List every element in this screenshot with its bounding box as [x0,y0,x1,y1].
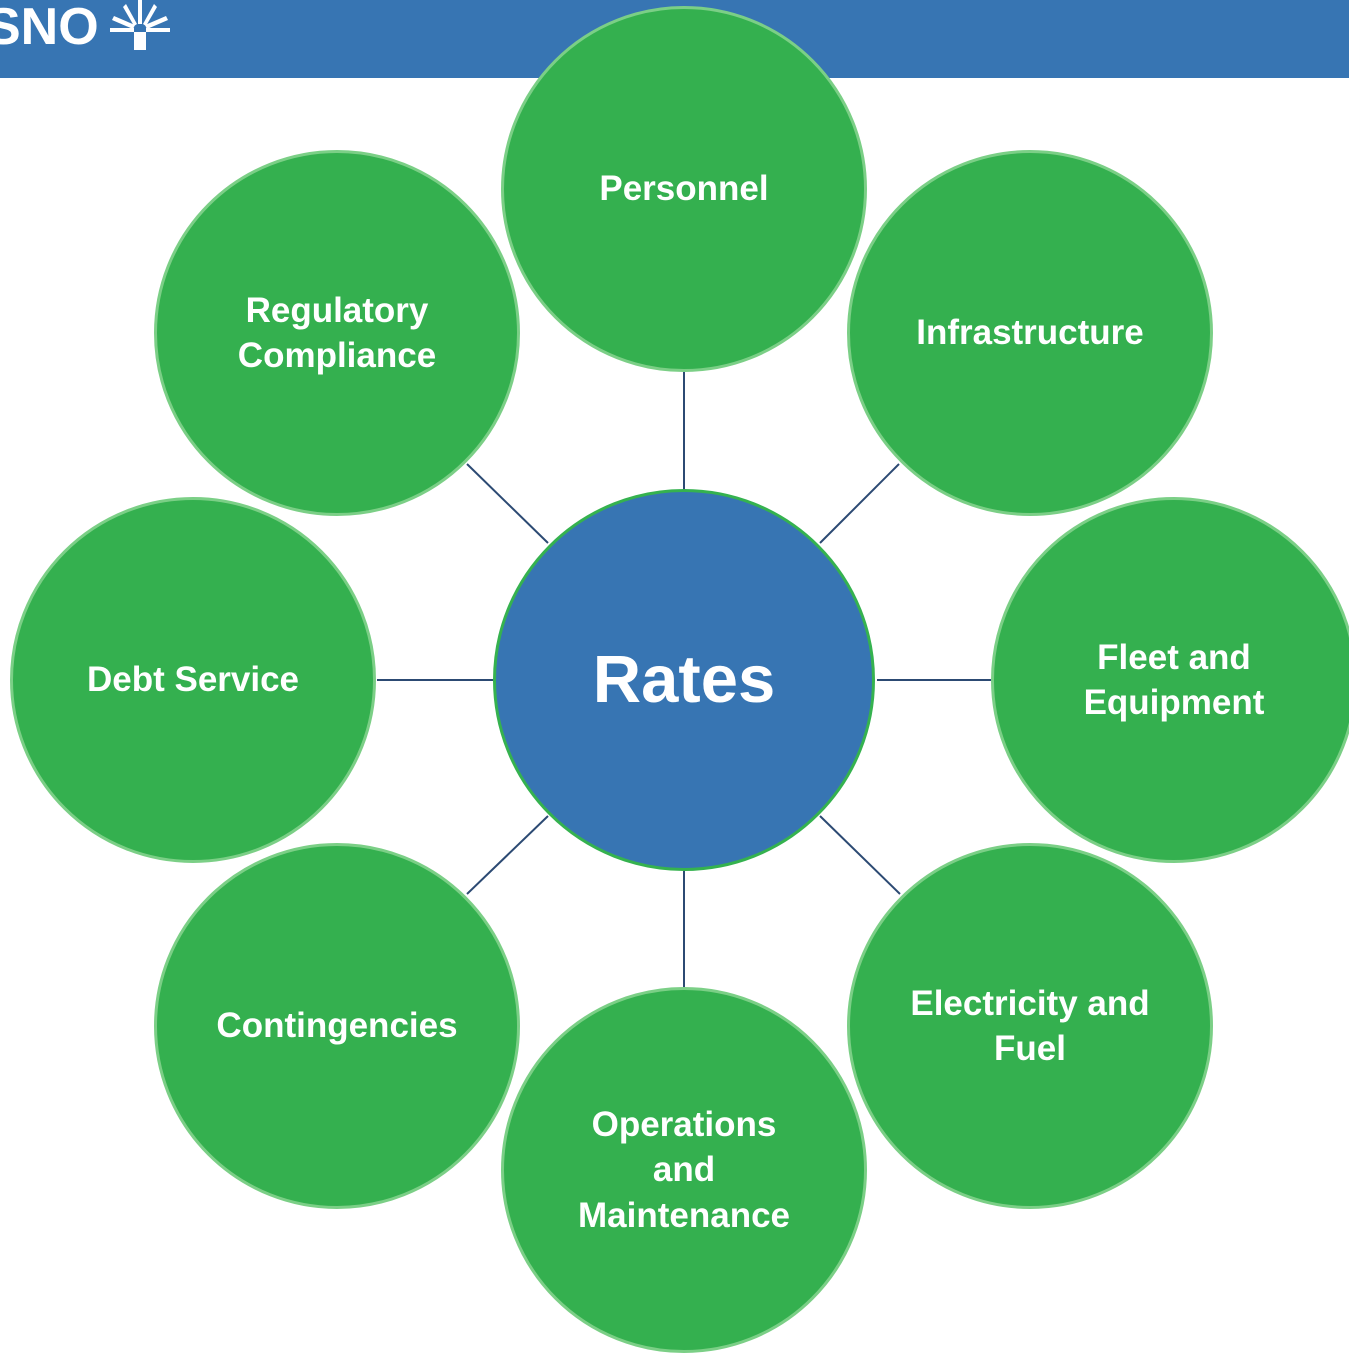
connector-electricity [819,815,901,895]
node-label: Operations and Maintenance [578,1104,790,1235]
node-regulatory-compliance: Regulatory Compliance [154,150,520,516]
node-label: Debt Service [86,660,300,700]
connector-infrastructure [819,463,900,544]
node-label: Regulatory Compliance [237,290,437,376]
node-label: Electricity and Fuel [910,983,1150,1069]
node-label: Infrastructure [916,313,1144,353]
node-fleet-and-equipment: Fleet and Equipment [991,497,1349,863]
node-contingencies: Contingencies [154,843,520,1209]
node-label: Contingencies [216,1006,458,1046]
node-label: Personnel [599,169,769,209]
node-debt-service: Debt Service [10,497,376,863]
node-infrastructure: Infrastructure [847,150,1213,516]
node-label: Fleet and Equipment [1083,637,1265,723]
connector-contingencies [466,815,549,895]
sunburst-logo-icon: SNO [0,0,170,50]
node-electricity-and-fuel: Electricity and Fuel [847,843,1213,1209]
node-operations-and-maintenance: Operations and Maintenance [501,987,867,1353]
node-personnel: Personnel [501,6,867,372]
center-label: Rates [592,642,776,718]
connector-regulatory [466,463,549,544]
svg-text:SNO: SNO [0,0,99,50]
center-hub: Rates [493,489,875,871]
